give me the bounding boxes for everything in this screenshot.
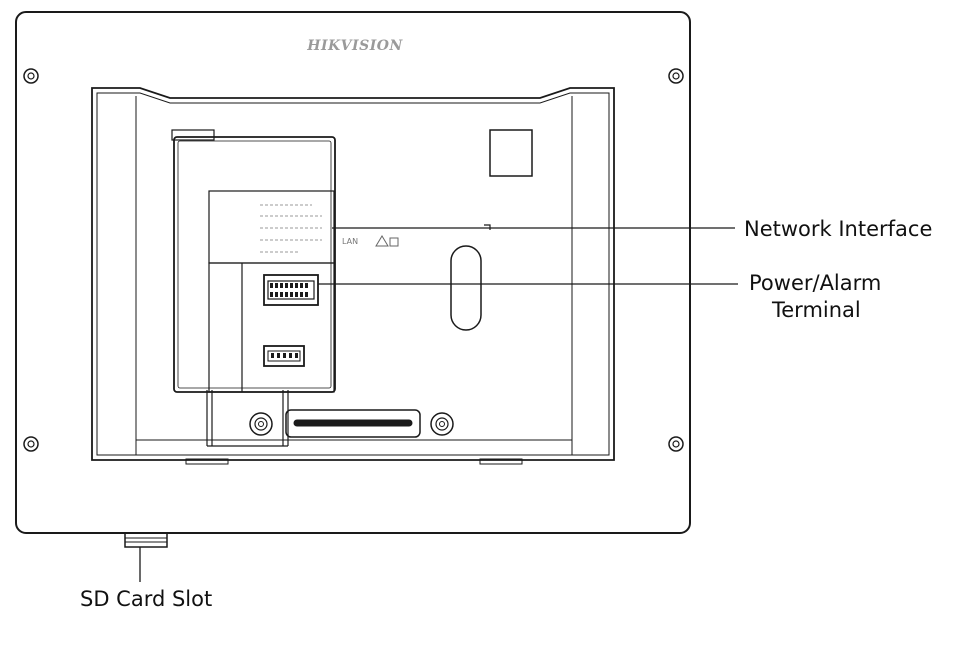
device-outer-housing xyxy=(15,11,691,534)
screw-top-left xyxy=(23,68,39,84)
lan-port-icon xyxy=(389,237,399,247)
power-alarm-label-line2: Terminal xyxy=(772,298,861,322)
cover-bottom-tab-right xyxy=(479,458,523,465)
cover-bottom-tab-left xyxy=(185,458,229,465)
square-block xyxy=(489,129,533,177)
bottom-slot-inner xyxy=(293,419,413,427)
lan-port-marking: LAN xyxy=(342,237,359,246)
module-tab xyxy=(171,129,215,141)
power-alarm-label-line1: Power/Alarm xyxy=(749,271,882,295)
small-connector xyxy=(263,345,305,367)
port-frame xyxy=(208,262,335,393)
power-alarm-terminal-connector xyxy=(263,274,319,306)
inner-back-cover xyxy=(91,87,615,461)
bottom-screw-left xyxy=(249,412,273,436)
mounting-slot-oval xyxy=(450,245,482,331)
warning-triangle-icon xyxy=(375,235,389,247)
inner-back-cover-inner-line xyxy=(96,92,610,456)
screw-bottom-right xyxy=(668,436,684,452)
bottom-slot-outer xyxy=(285,409,421,438)
screw-bottom-left xyxy=(23,436,39,452)
label-panel-markings xyxy=(260,204,322,253)
sd-card-slot xyxy=(124,532,168,548)
sd-card-slot-label: SD Card Slot xyxy=(80,587,213,611)
brand-logo-text: HIKVISION xyxy=(307,38,403,54)
network-interface-label: Network Interface xyxy=(744,217,933,241)
bottom-screw-right xyxy=(430,412,454,436)
screw-top-right xyxy=(668,68,684,84)
left-module-inner xyxy=(177,140,332,389)
